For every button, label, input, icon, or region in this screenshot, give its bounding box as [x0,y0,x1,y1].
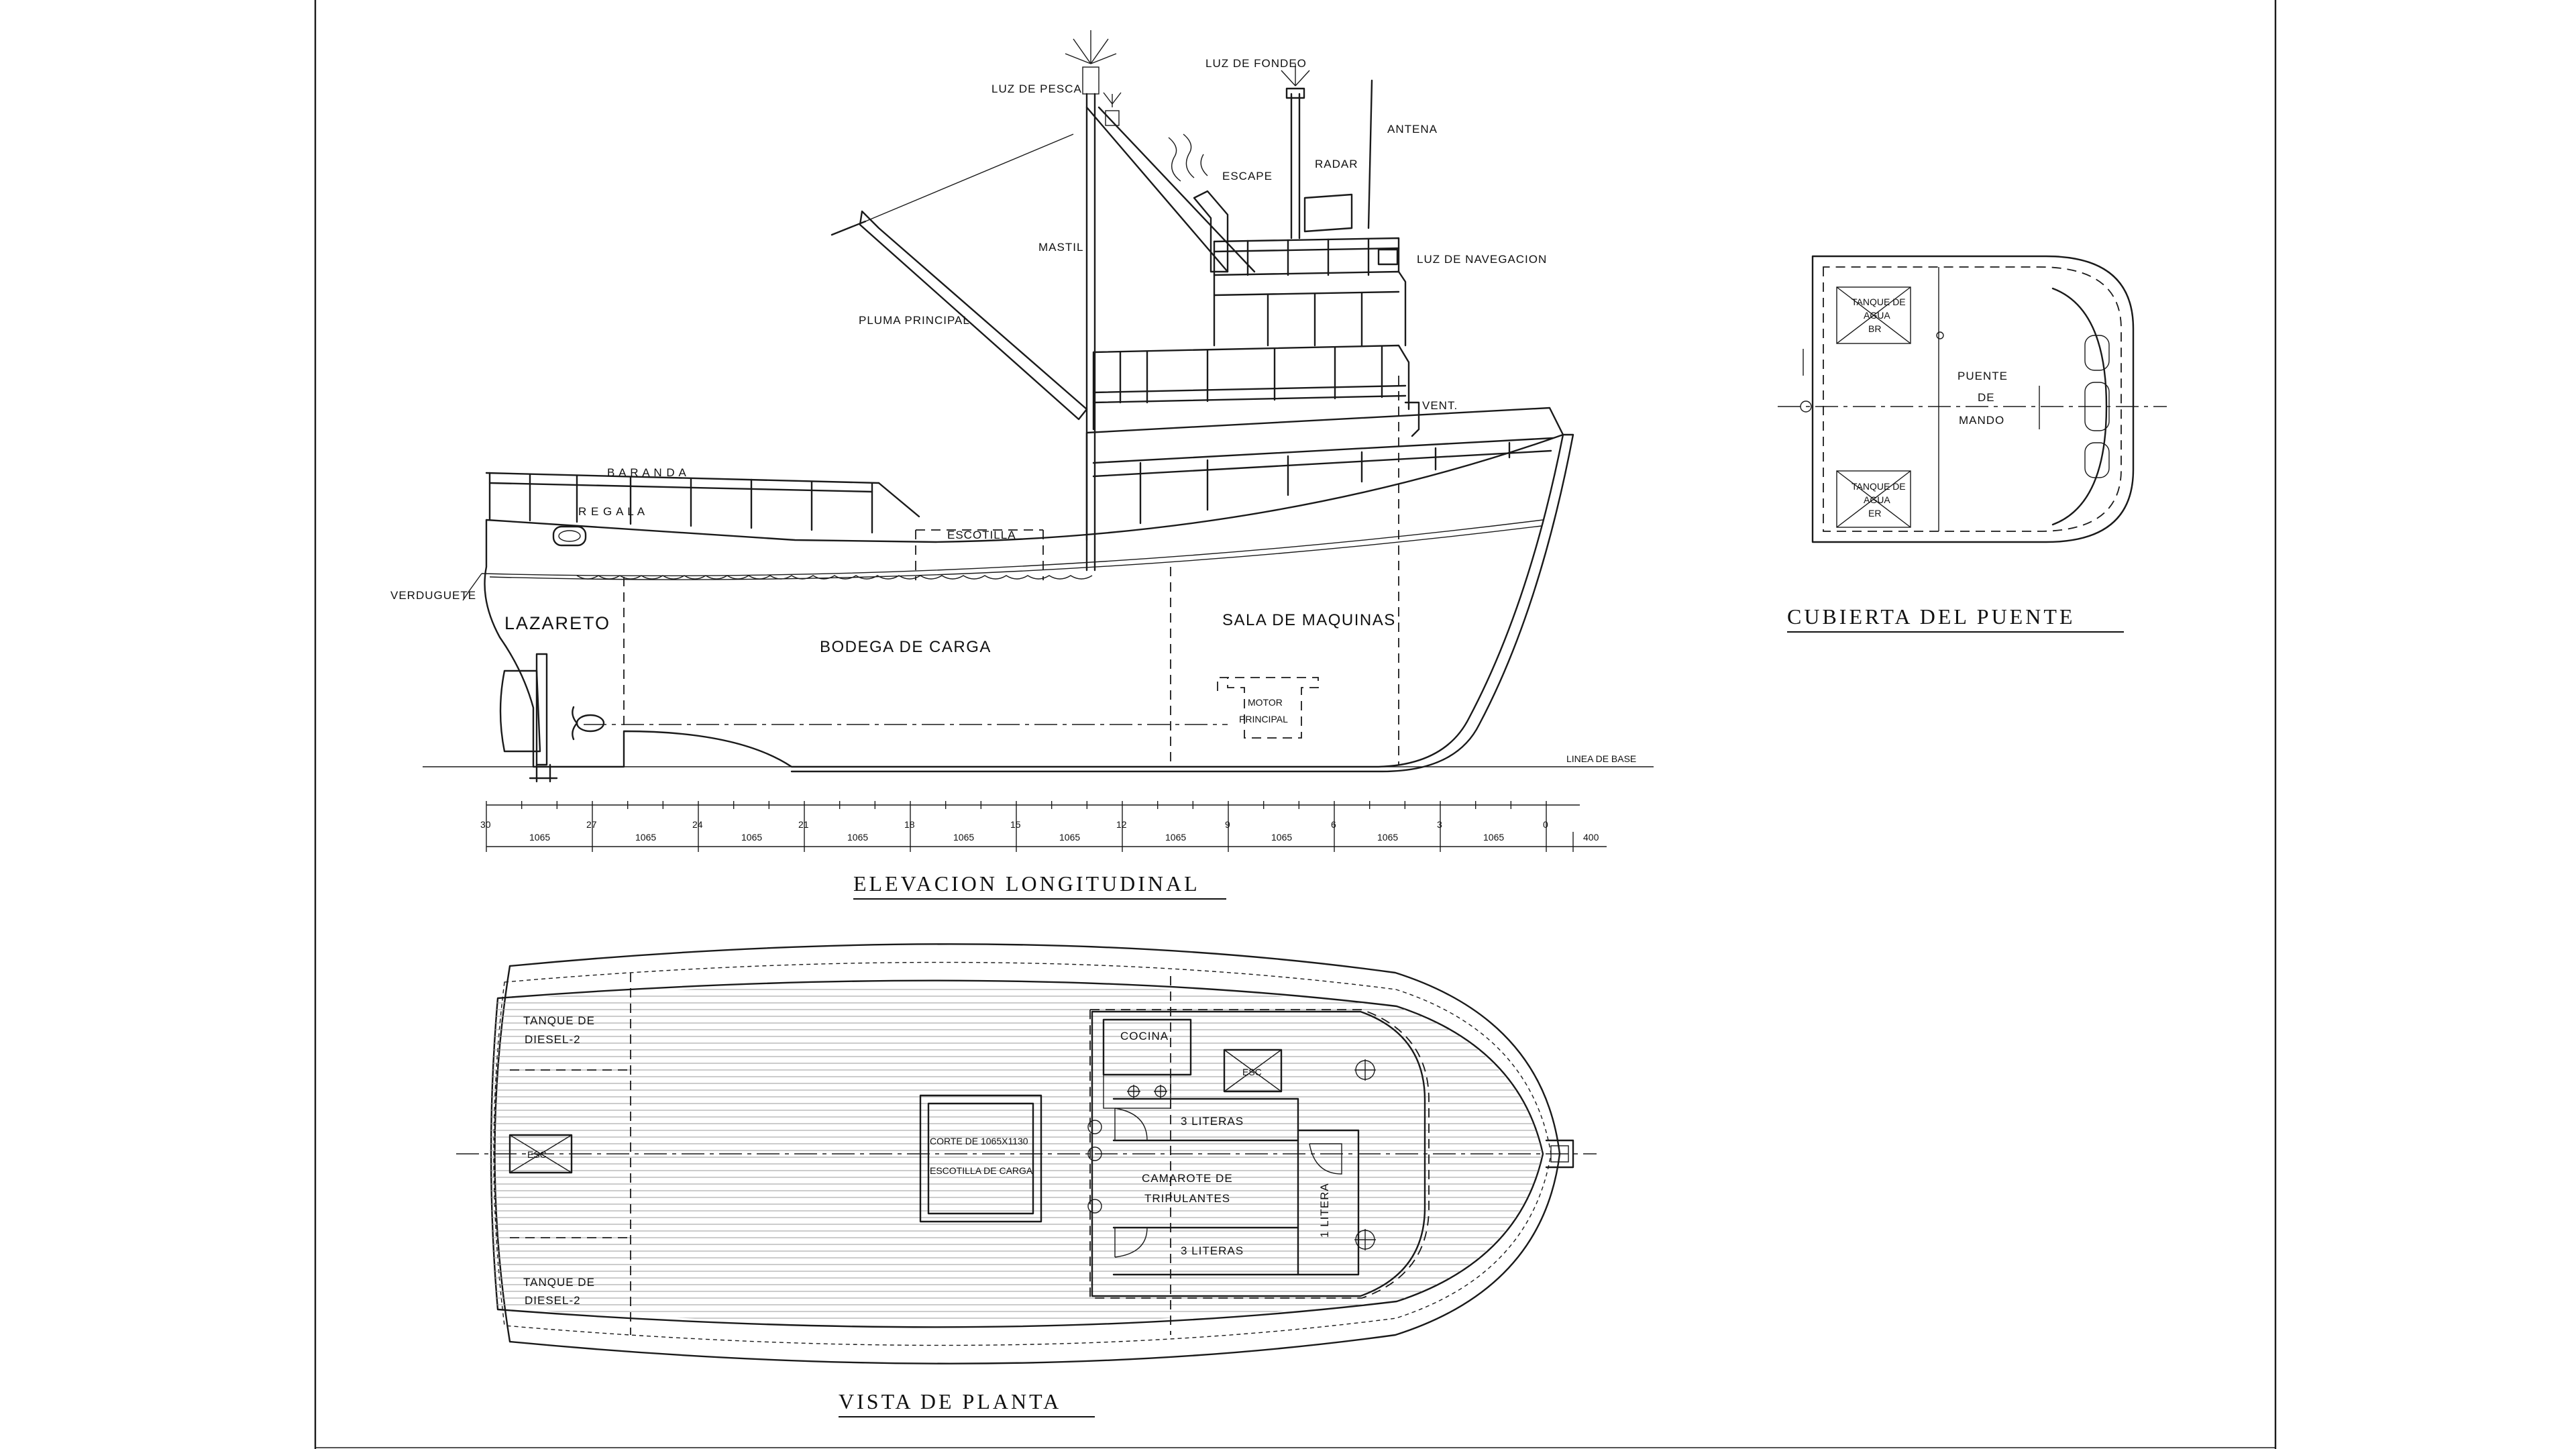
tank-2-line2: DIESEL-2 [525,1294,581,1307]
frame-number: 0 [1543,819,1548,830]
bridge-deck-title: CUBIERTA DEL PUENTE [1787,604,2075,629]
label-escotilla: ESCOTILLA [947,529,1016,541]
label-luz-pesca: LUZ DE PESCA [991,83,1082,95]
tank-br-line3: BR [1868,323,1881,334]
label-pluma: PLUMA PRINCIPAL [859,314,970,327]
hull-outline [484,433,1564,768]
frame-spacing: 1065 [1059,832,1080,843]
frame-spacing: 1065 [635,832,656,843]
label-literas-bottom: 3 LITERAS [1181,1244,1244,1257]
fishing-light-icon [1065,30,1122,126]
label-motor-2: PRINCIPAL [1239,714,1288,724]
plan-view: TANQUE DE DIESEL-2 TANQUE DE DIESEL-2 ES… [456,943,1597,1417]
label-esc-aft: ESC [527,1149,547,1160]
label-radar: RADAR [1315,158,1358,170]
label-luz-fondeo: LUZ DE FONDEO [1205,57,1307,70]
label-esc: ESC [1242,1067,1262,1077]
label-bodega: BODEGA DE CARGA [820,638,991,656]
frame-spacing: 1065 [1165,832,1186,843]
elevation-title: ELEVACION LONGITUDINAL [853,871,1200,896]
label-lazareto: LAZARETO [504,613,610,633]
elevation-view: LINEA DE BASE [390,30,1654,900]
label-escape: ESCAPE [1222,170,1273,182]
frame-number: 24 [692,819,703,830]
label-camarote-1: CAMAROTE DE [1142,1172,1233,1185]
tank-br-line2: AGUA [1864,310,1890,321]
label-regala: R E G A L A [578,505,645,518]
frame-number: 15 [1010,819,1021,830]
tank-1-line2: DIESEL-2 [525,1033,581,1046]
sheet-border [314,0,2277,1449]
label-antena: ANTENA [1387,123,1438,136]
tank-2-line1: TANQUE DE [523,1276,595,1289]
label-motor-1: MOTOR [1248,697,1283,708]
label-escotilla-carga: ESCOTILLA DE CARGA [930,1165,1033,1176]
tank-er-line3: ER [1868,508,1881,519]
frame-number: 12 [1116,819,1127,830]
frame-spacing: 1065 [953,832,974,843]
plan-title: VISTA DE PLANTA [839,1389,1061,1413]
frame-spacing: 1065 [1483,832,1504,843]
base-line-label: LINEA DE BASE [1566,753,1636,764]
frame-number: 27 [586,819,597,830]
label-corte: CORTE DE 1065X1130 [930,1136,1028,1146]
frame-spacing: 1065 [847,832,868,843]
tank-br-line1: TANQUE DE [1851,297,1906,307]
bridge-line1: PUENTE [1957,370,2008,382]
label-literas-top: 3 LITERAS [1181,1115,1244,1128]
label-mastil: MASTIL [1038,241,1083,254]
frame-number: 3 [1437,819,1442,830]
frame-spacing: 1065 [741,832,762,843]
bridge-line3: MANDO [1959,414,2004,427]
label-baranda: B A R A N D A [607,466,687,479]
label-sala-maquinas: SALA DE MAQUINAS [1222,611,1396,629]
label-luz-navegacion: LUZ DE NAVEGACION [1417,253,1547,266]
frame-number: 18 [904,819,915,830]
tank-1-line1: TANQUE DE [523,1014,595,1027]
bridge-line2: DE [1978,391,1995,404]
label-litera: 1 LITERA [1318,1183,1331,1238]
frame-spacing: 400 [1583,832,1599,843]
tank-er-line1: TANQUE DE [1851,481,1906,492]
label-verduguete: VERDUGUETE [390,589,476,602]
frame-spacing: 1065 [1271,832,1292,843]
frame-number: 9 [1225,819,1230,830]
bridge-deck-view: TANQUE DE AGUA BR TANQUE DE AGUA ER PUEN… [1778,255,2167,633]
tank-er-line2: AGUA [1864,494,1890,505]
label-camarote-2: TRIPULANTES [1144,1192,1230,1205]
frame-number: 30 [480,819,491,830]
frame-spacing: 1065 [1377,832,1398,843]
label-vent: VENT. [1422,399,1458,412]
label-cocina: COCINA [1120,1030,1169,1042]
frame-number: 6 [1331,819,1336,830]
frame-spacing: 1065 [529,832,550,843]
frame-number: 21 [798,819,809,830]
